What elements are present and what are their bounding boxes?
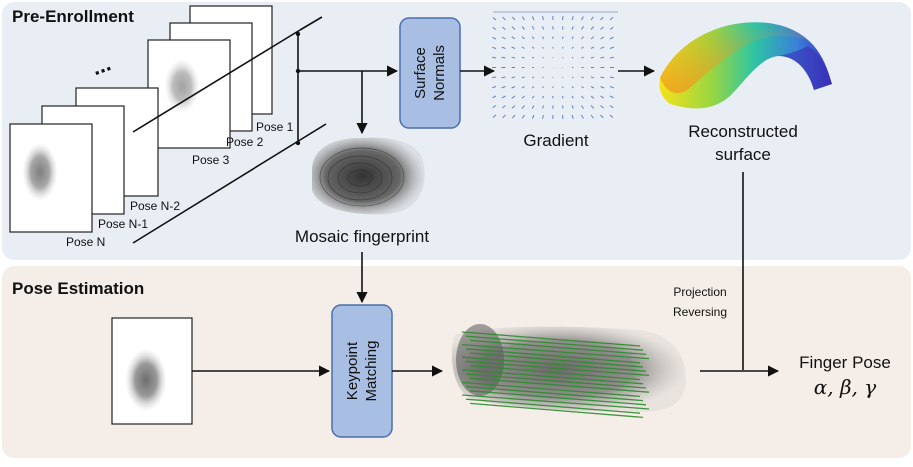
keypoint-matching-box [332, 305, 392, 437]
gradient-vector [492, 57, 496, 58]
pose-n-2-label: Pose N-2 [130, 199, 180, 213]
gradient-vector [563, 26, 564, 29]
gradient-vector [563, 115, 564, 119]
finger-pose-label: Finger Pose [799, 353, 891, 372]
gradient-vector [563, 47, 564, 49]
gradient-vector [563, 106, 564, 109]
gradient-vector [610, 77, 614, 78]
gradient-vector [563, 37, 564, 39]
pose-n-label: Pose N [66, 235, 105, 249]
surface-normals-label-line2: Normals [431, 45, 448, 101]
gradient-vector [563, 16, 564, 20]
gradient-vector [563, 87, 564, 89]
query-fingerprint-print [126, 350, 166, 410]
keypoint-matching-label-line2: Matching [363, 341, 380, 402]
keypoint-matching-label-line1: Keypoint [344, 341, 361, 400]
gradient-vector [563, 96, 564, 98]
gradient-vector [610, 57, 614, 58]
gradient-vector [572, 57, 573, 58]
mosaic-fingerprint-label: Mosaic fingerprint [295, 227, 429, 246]
pose-2-label: Pose 2 [226, 135, 264, 149]
gradient-vector [502, 77, 506, 78]
pose-n-1-label: Pose N-1 [98, 217, 148, 231]
pre-enrollment-title: Pre-Enrollment [12, 7, 134, 26]
mosaic-fingerprint-image [312, 138, 425, 215]
surface-normals-box [400, 18, 460, 128]
gradient-label: Gradient [523, 131, 588, 150]
projection-reversing-label-line1: Projection [673, 285, 726, 299]
pose-1-label: Pose 1 [256, 120, 294, 134]
surface-normals-label-line1: Surface [412, 47, 429, 99]
gradient-vector [543, 57, 544, 58]
gradient-vector [563, 77, 564, 78]
gradient-vector [572, 77, 573, 78]
gradient-vector [492, 77, 496, 78]
finger-pose-angles: α, β, γ [814, 375, 876, 399]
gradient-vector [563, 57, 564, 58]
reconstructed-surface-label-line1: Reconstructed [688, 122, 798, 141]
pose-estimation-title: Pose Estimation [12, 279, 144, 298]
pose-3-label: Pose 3 [192, 153, 230, 167]
projection-reversing-label-line2: Reversing [673, 305, 727, 319]
reconstructed-surface-label-line2: surface [715, 145, 771, 164]
gradient-vector [543, 77, 544, 78]
